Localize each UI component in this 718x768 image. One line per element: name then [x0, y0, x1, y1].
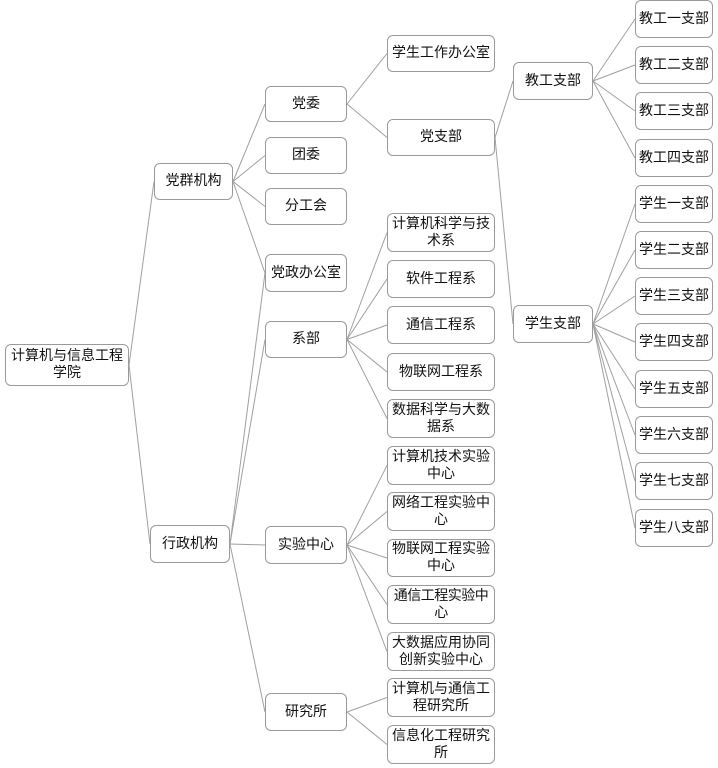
node-dept-datascience: 数据科学与大数据系: [387, 399, 495, 438]
connector-stu-s2: [592, 249, 636, 325]
connector-stu-s3: [592, 295, 636, 325]
node-labor-union: 分工会: [265, 188, 347, 225]
node-faculty-branch-2: 教工二支部: [635, 46, 713, 84]
node-party-org: 党群机构: [154, 163, 233, 200]
connector-party-committee: [232, 103, 266, 182]
node-student-affairs-office: 学生工作办公室: [387, 35, 495, 72]
node-party-branch: 党支部: [387, 119, 495, 156]
connector-dept-d5: [346, 339, 388, 419]
connector-dept-d4: [346, 339, 388, 373]
connector-admin-inst: [229, 543, 266, 713]
connector-fac-f4: [592, 80, 636, 159]
node-student-branch-4: 学生四支部: [635, 323, 713, 361]
connector-lab-l2: [346, 511, 388, 546]
node-student-branch-8: 学生八支部: [635, 509, 713, 547]
node-student-branch: 学生支部: [513, 305, 593, 343]
connector-party-union: [232, 181, 266, 207]
node-student-branch-1: 学生一支部: [635, 185, 713, 223]
node-lab-cs: 计算机技术实验中心: [387, 446, 495, 485]
connector-stu-s8: [592, 323, 636, 529]
connector-stu-s7: [592, 323, 636, 482]
node-lab-network: 网络工程实验中心: [387, 492, 495, 531]
connector-stu-s1: [592, 203, 636, 325]
node-student-branch-3: 学生三支部: [635, 277, 713, 315]
connector-stu-s5: [592, 323, 636, 390]
node-dept-cs: 计算机科学与技术系: [387, 213, 495, 252]
connector-lab-l4: [346, 544, 388, 605]
node-dept-software: 软件工程系: [387, 260, 495, 298]
connector-fac-f3: [592, 80, 636, 112]
node-lab-bigdata: 大数据应用协同创新实验中心: [387, 632, 495, 671]
node-lab-iot: 物联网工程实验中心: [387, 539, 495, 577]
connector-lab-l3: [346, 544, 388, 559]
connector-lab-l1: [346, 465, 388, 546]
connector-dept-d2: [346, 278, 388, 340]
node-faculty-branch-4: 教工四支部: [635, 139, 713, 177]
node-inst-info: 信息化工程研究所: [387, 725, 495, 764]
node-inst-cc: 计算机与通信工程研究所: [387, 678, 495, 717]
node-admin-org: 行政机构: [150, 525, 230, 563]
connector-committee-branch: [346, 103, 388, 138]
connector-root-admin: [128, 364, 151, 545]
connector-fac-f2: [592, 64, 636, 82]
node-party-admin-office: 党政办公室: [265, 254, 347, 292]
connector-dept-d1: [346, 232, 388, 340]
node-college: 计算机与信息工程学院: [5, 344, 129, 386]
connector-stu-s4: [592, 323, 636, 343]
connector-dept-d3: [346, 324, 388, 340]
connector-admin-dept: [229, 339, 266, 545]
connector-admin-lab: [229, 543, 266, 546]
node-dept-comm: 通信工程系: [387, 306, 495, 344]
connector-party-league: [232, 155, 266, 182]
connector-inst-i1: [346, 697, 388, 713]
connector-party-office: [232, 181, 266, 274]
connector-branch-fac: [494, 80, 514, 138]
connector-admin-office: [229, 272, 266, 545]
node-party-committee: 党委: [265, 86, 347, 122]
node-student-branch-2: 学生二支部: [635, 231, 713, 269]
node-faculty-branch-3: 教工三支部: [635, 92, 713, 130]
node-youth-league: 团委: [265, 137, 347, 174]
node-dept-iot: 物联网工程系: [387, 353, 495, 391]
connector-inst-i2: [346, 711, 388, 745]
connector-branch-stu: [494, 137, 514, 325]
node-institutes: 研究所: [265, 693, 347, 731]
node-faculty-branch-1: 教工一支部: [635, 0, 713, 38]
connector-root-party: [128, 181, 155, 366]
connector-fac-f1: [592, 18, 636, 82]
node-student-branch-6: 学生六支部: [635, 416, 713, 454]
node-student-branch-7: 学生七支部: [635, 462, 713, 500]
node-student-branch-5: 学生五支部: [635, 370, 713, 408]
connector-committee-sao: [346, 53, 388, 105]
node-departments: 系部: [265, 321, 347, 358]
connector-stu-s6: [592, 323, 636, 436]
node-lab-center: 实验中心: [265, 526, 347, 564]
node-faculty-branch: 教工支部: [513, 62, 593, 100]
node-lab-comm: 通信工程实验中心: [387, 585, 495, 624]
connector-lab-l5: [346, 544, 388, 652]
